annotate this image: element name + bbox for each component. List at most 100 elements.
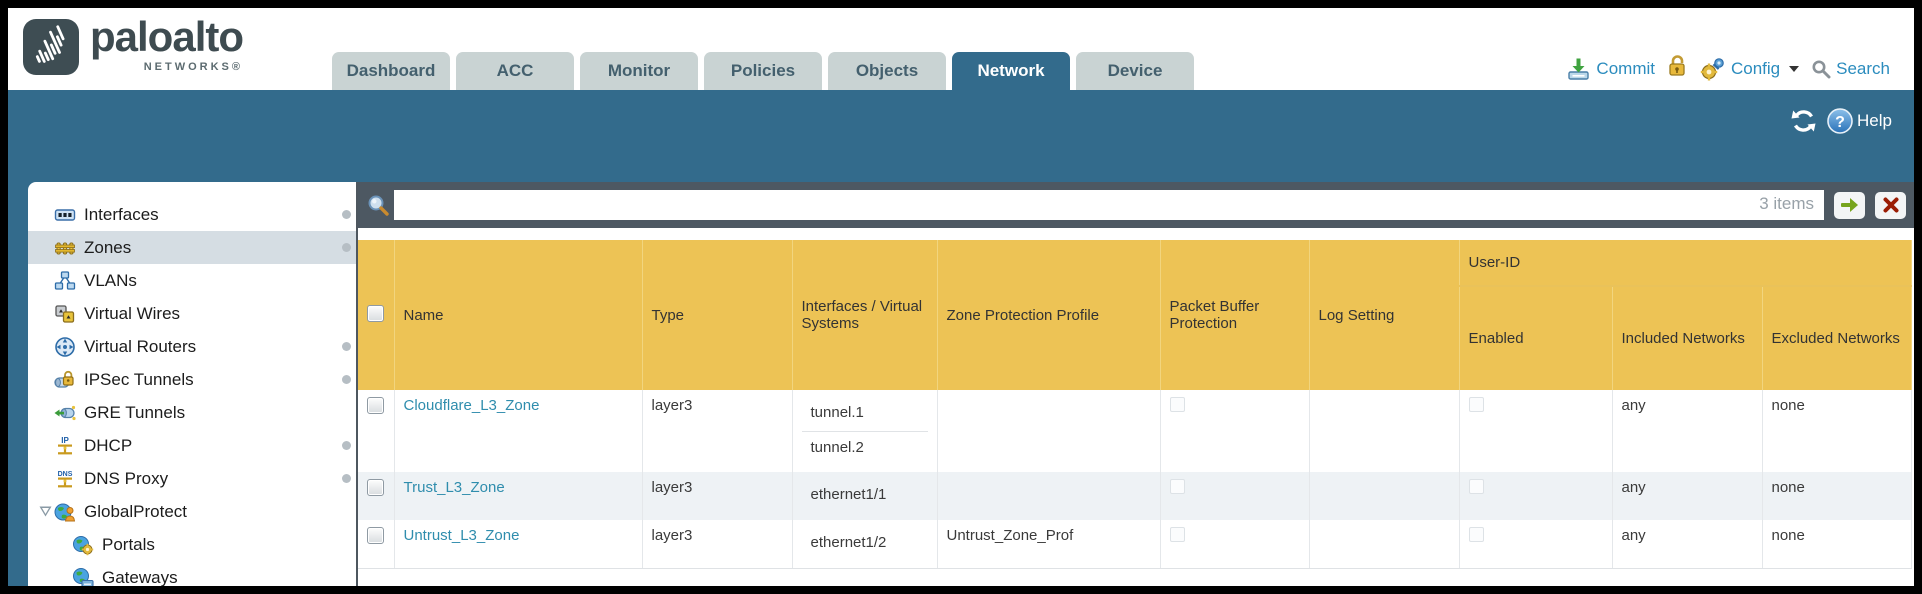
excluded-networks: none [1762, 472, 1912, 520]
tab-acc[interactable]: ACC [456, 52, 574, 90]
zone-protection-profile: Untrust_Zone_Prof [937, 520, 1161, 569]
sidebar-item-gateways[interactable]: Gateways [28, 561, 356, 586]
sidebar-item-label: GlobalProtect [84, 501, 187, 521]
sidebar-item-label: DHCP [84, 435, 133, 455]
sidebar-item-virtual-routers[interactable]: Virtual Routers [28, 330, 356, 363]
svg-text:IP: IP [61, 436, 69, 445]
tab-policies[interactable]: Policies [704, 52, 822, 90]
zone-type: layer3 [642, 472, 793, 520]
zone-type: layer3 [642, 520, 793, 569]
col-header-packet-buffer[interactable]: Packet Buffer Protection [1160, 240, 1310, 390]
select-all-checkbox[interactable] [367, 304, 384, 322]
table-row: Trust_L3_Zone layer3 ethernet1/1 any non… [358, 472, 1912, 520]
sidebar-item-gre-tunnels[interactable]: GRE Tunnels [28, 396, 356, 429]
select-all-header [358, 240, 395, 390]
filter-input[interactable] [394, 190, 1824, 220]
logo-text: paloalto NETWORKS® [90, 14, 244, 74]
ipsec-tunnels-icon [54, 370, 74, 388]
svg-text:DNS: DNS [58, 471, 73, 478]
col-header-enabled[interactable]: Enabled [1459, 286, 1613, 390]
search-label: Search [1836, 58, 1890, 78]
commit-button[interactable]: Commit [1566, 57, 1655, 81]
interface-entry: tunnel.2 [801, 431, 928, 465]
row-checkbox[interactable] [367, 527, 385, 544]
zone-name-link[interactable]: Cloudflare_L3_Zone [403, 397, 540, 414]
sidebar-item-virtual-wires[interactable]: Virtual Wires [28, 297, 356, 330]
tab-device[interactable]: Device [1076, 52, 1194, 90]
col-header-excluded-networks[interactable]: Excluded Networks [1762, 286, 1912, 390]
sidebar-item-dhcp[interactable]: IP DHCP [28, 429, 356, 462]
sidebar-item-zones[interactable]: Zones [28, 231, 356, 264]
sidebar-item-dns-proxy[interactable]: DNS DNS Proxy [28, 462, 356, 495]
apply-filter-button[interactable] [1834, 191, 1865, 219]
zones-table: Name Type Interfaces / Virtual Systems Z… [358, 240, 1912, 569]
user-id-enabled-checkbox[interactable] [1468, 527, 1484, 542]
zone-name-link[interactable]: Untrust_L3_Zone [403, 527, 520, 544]
zone-name-link[interactable]: Trust_L3_Zone [403, 479, 505, 496]
help-button[interactable]: ? Help [1827, 108, 1892, 134]
user-id-enabled-checkbox[interactable] [1468, 479, 1484, 494]
col-header-interfaces[interactable]: Interfaces / Virtual Systems [792, 240, 938, 390]
col-header-zone-protection[interactable]: Zone Protection Profile [937, 240, 1161, 390]
refresh-icon[interactable] [1790, 108, 1817, 134]
gateways-icon [73, 567, 94, 586]
sidebar-item-interfaces[interactable]: Interfaces [28, 198, 356, 231]
col-header-type[interactable]: Type [642, 240, 793, 390]
brand-subtitle: NETWORKS® [143, 61, 244, 73]
col-header-log-setting[interactable]: Log Setting [1309, 240, 1460, 390]
clear-filter-button[interactable] [1875, 191, 1906, 219]
padlock-icon [1669, 55, 1685, 76]
virtual-routers-icon [55, 336, 75, 357]
portals-icon [73, 535, 94, 555]
green-arrow-right-icon [1841, 198, 1858, 212]
zone-protection-profile [937, 390, 1161, 472]
log-setting [1309, 390, 1460, 472]
tab-network[interactable]: Network [952, 52, 1070, 90]
col-group-user-id: User-ID [1459, 240, 1912, 287]
col-header-name[interactable]: Name [394, 240, 643, 390]
global-search-button[interactable]: Search [1811, 59, 1890, 79]
sidebar-item-label: Zones [84, 237, 132, 257]
vsys-dot [342, 210, 351, 219]
tab-objects[interactable]: Objects [828, 52, 946, 90]
tab-monitor[interactable]: Monitor [580, 52, 698, 90]
help-label: Help [1857, 111, 1892, 130]
interfaces-icon [54, 208, 76, 221]
chevron-down-icon [1789, 65, 1800, 72]
sidebar-item-vlans[interactable]: VLANs [28, 264, 356, 297]
zone-interfaces: ethernet1/1 [792, 472, 938, 520]
svg-text:?: ? [1835, 114, 1845, 131]
zone-protection-profile [937, 472, 1161, 520]
globalprotect-icon [54, 503, 76, 521]
zones-table-wrap: Name Type Interfaces / Virtual Systems Z… [358, 240, 1914, 569]
zone-interfaces: tunnel.1 tunnel.2 [792, 390, 938, 472]
table-row: Untrust_L3_Zone layer3 ethernet1/2 Untru… [358, 520, 1912, 569]
sidebar-item-globalprotect[interactable]: GlobalProtect [28, 495, 356, 528]
network-sidebar: Interfaces Zones VLA [28, 182, 356, 586]
vsys-dot [342, 342, 351, 351]
packet-buffer-checkbox[interactable] [1169, 479, 1185, 494]
zone-interfaces: ethernet1/2 [792, 520, 938, 569]
main-nav-tabs: Dashboard ACC Monitor Policies Objects N… [332, 52, 1194, 90]
user-id-enabled-checkbox[interactable] [1468, 397, 1484, 412]
expander-triangle-icon[interactable] [39, 506, 52, 517]
lock-button[interactable] [1667, 54, 1688, 83]
packet-buffer-checkbox[interactable] [1169, 527, 1185, 542]
zones-icon [55, 242, 75, 254]
col-header-included-networks[interactable]: Included Networks [1612, 286, 1763, 390]
config-menu-button[interactable]: Config [1700, 57, 1800, 81]
excluded-networks: none [1762, 520, 1912, 569]
vsys-dot [342, 441, 351, 450]
tab-dashboard[interactable]: Dashboard [332, 52, 450, 90]
filter-search-icon[interactable] [366, 193, 390, 217]
row-checkbox[interactable] [367, 397, 385, 414]
pan-os-page: paloalto NETWORKS® Dashboard ACC Monitor… [8, 8, 1914, 586]
config-key-gear-icon [1700, 57, 1724, 80]
row-checkbox[interactable] [367, 479, 385, 496]
log-setting [1309, 520, 1460, 569]
sidebar-item-portals[interactable]: Portals [28, 528, 356, 561]
sidebar-item-label: VLANs [84, 270, 137, 290]
packet-buffer-checkbox[interactable] [1169, 397, 1185, 412]
sidebar-item-ipsec-tunnels[interactable]: IPSec Tunnels [28, 363, 356, 396]
